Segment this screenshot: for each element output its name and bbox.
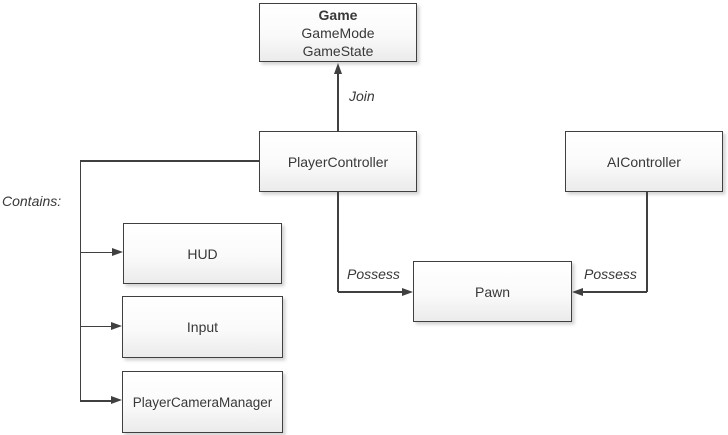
connector-join-label: Join [349, 88, 375, 104]
box-input: Input [122, 296, 283, 358]
box-player-controller: PlayerController [259, 131, 417, 192]
arrowhead-right-icon [402, 287, 413, 296]
player-controller-label: PlayerController [287, 153, 389, 170]
connector-possess-left-horizontal-line [338, 291, 404, 293]
connector-contains-hud-line [80, 251, 114, 253]
arrowhead-right-icon [111, 396, 122, 404]
connector-possess-right-vertical-line [646, 192, 648, 292]
pawn-label: Pawn [474, 283, 511, 300]
box-hud: HUD [123, 223, 282, 284]
ai-controller-label: AIController [607, 153, 681, 170]
game-state-line: GameState [302, 42, 374, 59]
arrowhead-left-icon [572, 287, 583, 296]
input-label: Input [186, 319, 219, 335]
contains-label: Contains: [2, 193, 62, 209]
arrowhead-right-icon [112, 247, 123, 256]
game-mode-line: GameMode [301, 24, 375, 41]
connector-contains-input-line [80, 325, 113, 327]
hud-label: HUD [187, 245, 218, 262]
box-player-camera-manager: PlayerCameraManager [122, 371, 283, 433]
box-pawn: Pawn [413, 261, 572, 322]
connector-contains-pcm-line [80, 400, 113, 402]
game-box-text: Game GameMode GameState [301, 6, 374, 60]
player-camera-manager-label: PlayerCameraManager [132, 394, 273, 410]
arrowhead-up-icon [333, 63, 342, 74]
box-game: Game GameMode GameState [259, 3, 417, 62]
arrowhead-right-icon [111, 321, 122, 330]
game-title: Game [318, 6, 358, 23]
connector-join-line [337, 72, 339, 131]
connector-possess-right-label: Possess [584, 266, 637, 282]
connector-possess-right-horizontal-line [583, 291, 647, 293]
connector-contains-vertical-line [79, 160, 81, 401]
box-ai-controller: AIController [565, 131, 723, 192]
connector-possess-left-vertical-line [337, 192, 339, 292]
connector-possess-left-label: Possess [347, 266, 400, 282]
connector-contains-stub-line [80, 160, 259, 162]
